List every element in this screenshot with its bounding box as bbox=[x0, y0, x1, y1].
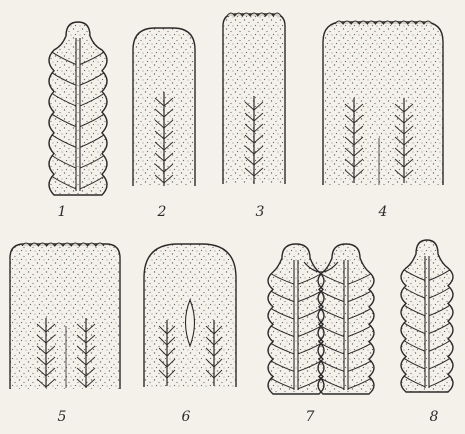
specimen-8-outline bbox=[401, 240, 453, 392]
figure-label-8: 8 bbox=[430, 409, 439, 425]
specimen-5-fill bbox=[10, 244, 120, 389]
figure-label-5: 5 bbox=[58, 409, 67, 425]
figure-label-2: 2 bbox=[158, 204, 167, 220]
specimen-4-fill bbox=[323, 22, 443, 185]
figure-label-6: 6 bbox=[182, 409, 191, 425]
figure-label-4: 4 bbox=[379, 204, 388, 220]
figure-label-1: 1 bbox=[58, 204, 67, 220]
figure-label-7: 7 bbox=[306, 409, 315, 425]
specimen-1-outline bbox=[49, 22, 107, 195]
figure-label-3: 3 bbox=[256, 204, 265, 220]
